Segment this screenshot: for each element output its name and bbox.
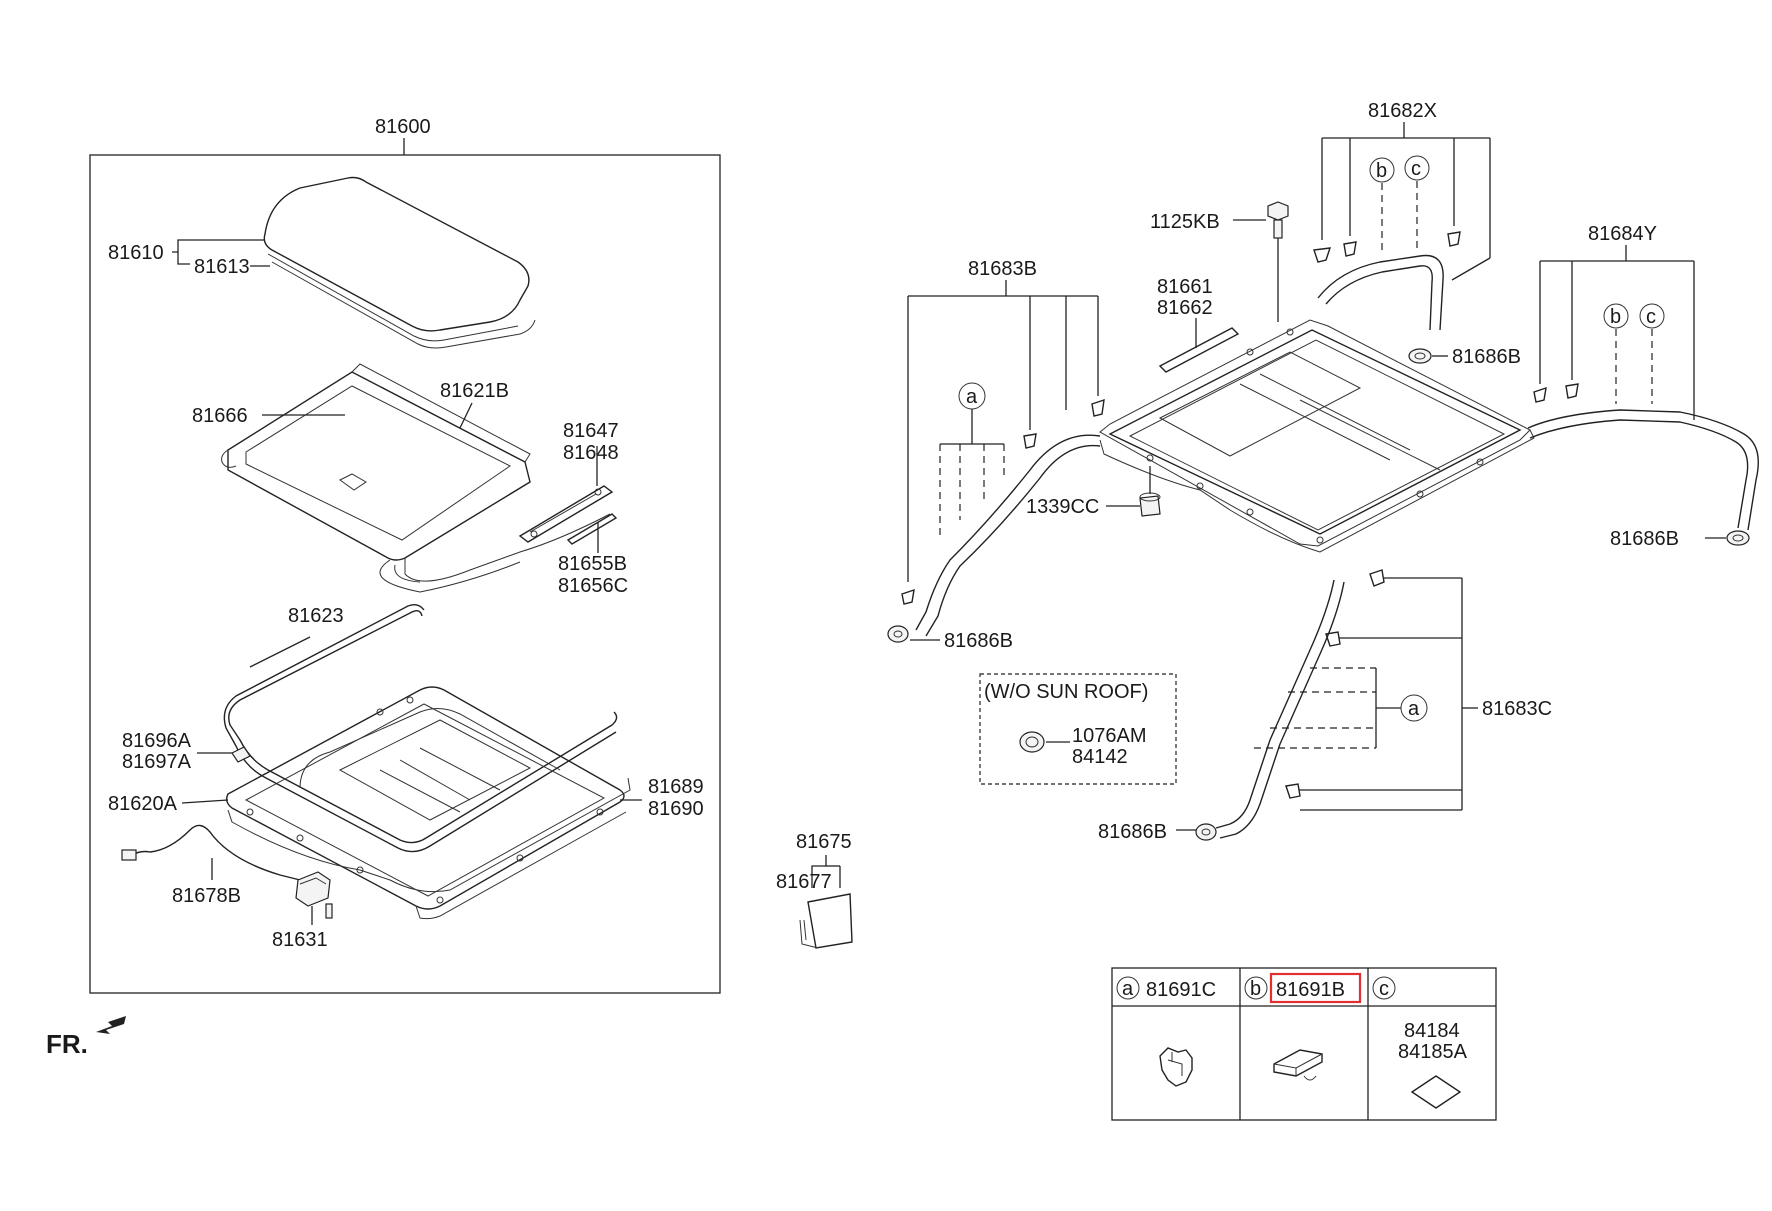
legend-callout-a [1116, 976, 1140, 1000]
clip-81683B-1[interactable] [1091, 398, 1105, 417]
sunroof-housing-part[interactable] [1099, 319, 1535, 553]
svg-text:c: c [1411, 158, 1421, 180]
grommet-1339CC-part[interactable] [1139, 492, 1161, 517]
label-81655B[interactable]: 81655B [558, 553, 627, 575]
clip-81684Y-1[interactable] [1533, 386, 1547, 403]
grommet-81686B-3-part[interactable] [1726, 530, 1750, 546]
bolt-1125KB-part[interactable] [1267, 201, 1289, 239]
seal-strip-81661-part[interactable] [1158, 327, 1240, 373]
label-81686B-4[interactable]: 81686B [1098, 821, 1167, 843]
callout-c-81684Y [1639, 303, 1665, 329]
patch-84184-icon [1410, 1075, 1462, 1109]
label-84142[interactable]: 84142 [1072, 746, 1128, 768]
label-81656C[interactable]: 81656C [558, 575, 628, 597]
clip-81684Y-2[interactable] [1565, 383, 1579, 399]
label-81697A[interactable]: 81697A [122, 751, 192, 773]
grommet-81686B-4-part[interactable] [1195, 823, 1217, 841]
label-81610[interactable]: 81610 [108, 242, 164, 264]
svg-text:b: b [1250, 978, 1261, 1000]
label-81690[interactable]: 81690 [648, 798, 704, 820]
label-1125KB[interactable]: 1125KB [1150, 211, 1220, 233]
grommet-81686B-2-part[interactable] [887, 625, 909, 643]
label-81600[interactable]: 81600 [375, 116, 431, 138]
label-1076AM[interactable]: 1076AM [1072, 725, 1147, 747]
legend-table [1111, 967, 1497, 1121]
cable-part[interactable] [566, 513, 618, 545]
clip-81682X-2[interactable] [1343, 241, 1357, 257]
label-81666[interactable]: 81666 [192, 405, 248, 427]
clip-81683B-2[interactable] [1023, 433, 1037, 449]
sunshade-frame-part[interactable] [221, 363, 611, 593]
drain-hose-81683C[interactable] [1215, 579, 1345, 839]
callout-c-81682X [1404, 155, 1430, 181]
front-label: FR. [46, 1029, 88, 1059]
label-81686B-2[interactable]: 81686B [944, 630, 1013, 652]
svg-text:b: b [1376, 160, 1387, 182]
highlight-box-81691B [1269, 972, 1362, 1004]
plug-1076AM-part[interactable] [1019, 731, 1045, 753]
drain-hose-81683B[interactable] [915, 434, 1101, 637]
svg-text:a: a [1122, 978, 1134, 1000]
clip-81683C-2[interactable] [1325, 631, 1341, 647]
clip-81682X-3[interactable] [1447, 231, 1461, 247]
legend-part-84185A[interactable]: 84185A [1398, 1041, 1468, 1063]
legend-callout-c [1372, 976, 1396, 1000]
label-81613[interactable]: 81613 [194, 256, 250, 278]
drain-hose-81684Y[interactable] [1527, 409, 1759, 531]
label-81623[interactable]: 81623 [288, 605, 344, 627]
legend-part-81691B[interactable]: 81691B [1276, 979, 1345, 1001]
label-81689[interactable]: 81689 [648, 776, 704, 798]
clip-81691B-icon [1273, 1049, 1323, 1081]
clip-81691C-icon [1159, 1047, 1193, 1087]
front-direction-indicator: FR. [46, 1016, 126, 1059]
drain-hose-81682X[interactable] [1317, 254, 1444, 331]
svg-text:c: c [1379, 978, 1389, 1000]
legend-part-81691C[interactable]: 81691C [1146, 979, 1216, 1001]
label-1339CC[interactable]: 1339CC [1026, 496, 1099, 518]
label-81696A[interactable]: 81696A [122, 730, 192, 752]
svg-text:a: a [966, 386, 978, 408]
svg-text:b: b [1610, 306, 1621, 328]
label-81631[interactable]: 81631 [272, 929, 328, 951]
sunroof-frame-part[interactable] [225, 686, 631, 920]
legend-part-84184[interactable]: 84184 [1404, 1020, 1460, 1042]
clip-81682X-1[interactable] [1313, 247, 1332, 263]
weatherstrip-part[interactable] [223, 603, 618, 853]
callout-b-81682X [1369, 157, 1395, 183]
label-81686B-3[interactable]: 81686B [1610, 528, 1679, 550]
label-81686B-1[interactable]: 81686B [1452, 346, 1521, 368]
without-sunroof-box [979, 673, 1177, 785]
guide-rail-part[interactable] [518, 485, 614, 543]
sunroof-motor-part[interactable] [295, 871, 333, 919]
callout-b-81684Y [1603, 303, 1629, 329]
grommet-81686B-1-part[interactable] [1408, 348, 1432, 364]
clip-81683C-3[interactable] [1285, 783, 1301, 799]
label-81621B[interactable]: 81621B [440, 380, 509, 402]
svg-text:c: c [1646, 306, 1656, 328]
svg-text:a: a [1408, 698, 1420, 720]
label-81648[interactable]: 81648 [563, 442, 619, 464]
assembly-box [89, 154, 721, 994]
bracket-81677-part[interactable] [799, 893, 853, 949]
clip-81683C-1[interactable] [1369, 569, 1385, 587]
label-81683B[interactable]: 81683B [968, 258, 1037, 280]
label-81662[interactable]: 81662 [1157, 297, 1213, 319]
label-81675[interactable]: 81675 [796, 831, 852, 853]
label-81661[interactable]: 81661 [1157, 276, 1213, 298]
wiring-harness-part[interactable] [129, 824, 301, 881]
clip-81683B-3[interactable] [901, 588, 915, 605]
clip-81696A-part[interactable] [231, 746, 251, 763]
label-81647[interactable]: 81647 [563, 420, 619, 442]
label-81683C[interactable]: 81683C [1482, 698, 1552, 720]
label-81678B[interactable]: 81678B [172, 885, 241, 907]
label-81682X[interactable]: 81682X [1368, 100, 1437, 122]
legend-callout-b [1244, 976, 1268, 1000]
label-81677[interactable]: 81677 [776, 871, 832, 893]
label-without-sunroof: (W/O SUN ROOF) [984, 681, 1148, 703]
label-81684Y[interactable]: 81684Y [1588, 223, 1657, 245]
label-81620A[interactable]: 81620A [108, 793, 178, 815]
glass-panel-part[interactable] [263, 176, 536, 349]
